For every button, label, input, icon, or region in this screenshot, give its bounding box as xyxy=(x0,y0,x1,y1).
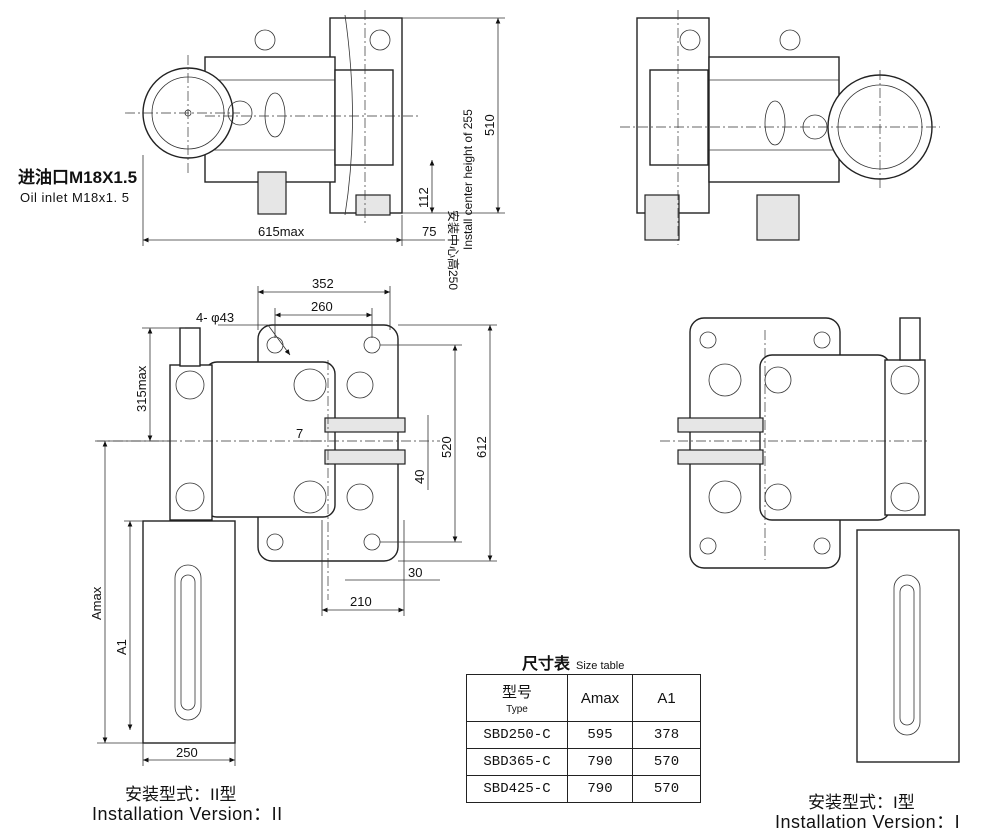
cell-amax: 790 xyxy=(567,748,633,776)
top-left-view xyxy=(125,10,420,225)
size-table-title: 尺寸表 Size table xyxy=(522,650,624,674)
header-type-en: Type xyxy=(506,704,528,715)
oil-inlet-cn: 进油口M18X1.5 xyxy=(18,168,138,187)
dim-260: 260 xyxy=(311,299,333,314)
cell-type: SBD365-C xyxy=(466,748,568,776)
cell-a1: 570 xyxy=(632,775,701,803)
dim-amax: Amax xyxy=(89,586,104,620)
dim-75: 75 xyxy=(422,224,436,239)
header-a1: A1 xyxy=(632,674,701,722)
dim-112: 112 xyxy=(416,187,431,208)
size-table-title-cn: 尺寸表 xyxy=(522,656,571,673)
center-height-cn: 安装中心高250 xyxy=(446,210,461,290)
header-type-cn: 型号 xyxy=(501,684,532,701)
header-amax: Amax xyxy=(567,674,633,722)
dim-352: 352 xyxy=(312,276,334,291)
cell-type: SBD250-C xyxy=(466,721,568,749)
dim-250: 250 xyxy=(176,745,198,760)
center-height-en: Install center height of 255 xyxy=(461,109,475,250)
dim-7: 7 xyxy=(296,426,303,441)
size-table-header: 型号 Type Amax A1 xyxy=(466,674,701,722)
oil-inlet-en: Oil inlet M18x1. 5 xyxy=(20,190,130,205)
top-right-view xyxy=(620,10,940,245)
top-left-dimensions: 615max 75 112 510 安装中心高250 Install cente… xyxy=(142,17,505,290)
dim-a1: A1 xyxy=(114,639,129,655)
version-i-label-cn: 安装型式：I型 xyxy=(808,793,915,812)
cell-type: SBD425-C xyxy=(466,775,568,803)
version-ii-dimensions: 352 260 4- φ43 315max 7 520 612 40 30 21… xyxy=(89,276,497,766)
dim-612: 612 xyxy=(474,436,489,458)
table-row: SBD250-C 595 378 xyxy=(466,721,701,749)
dim-210: 210 xyxy=(350,594,372,609)
dim-615max: 615max xyxy=(258,224,305,239)
table-row: SBD425-C 790 570 xyxy=(466,775,701,803)
size-table-title-en: Size table xyxy=(576,660,625,672)
dim-40: 40 xyxy=(412,470,427,484)
version-ii-label-cn: 安装型式：II型 xyxy=(125,785,237,804)
cell-amax: 790 xyxy=(567,775,633,803)
cell-a1: 378 xyxy=(632,721,701,749)
cell-a1: 570 xyxy=(632,748,701,776)
dim-520: 520 xyxy=(439,436,454,458)
header-type: 型号 Type xyxy=(466,674,568,722)
dim-510: 510 xyxy=(482,114,497,136)
version-i-view xyxy=(660,317,960,763)
dim-30: 30 xyxy=(408,565,422,580)
size-table: 型号 Type Amax A1 SBD250-C 595 378 SBD365-… xyxy=(466,674,701,803)
version-ii-label-en: Installation Version：II xyxy=(92,804,283,824)
table-row: SBD365-C 790 570 xyxy=(466,748,701,776)
cell-amax: 595 xyxy=(567,721,633,749)
dim-holes: 4- φ43 xyxy=(196,310,234,325)
version-ii-view xyxy=(95,324,440,744)
dim-315max: 315max xyxy=(134,365,149,412)
version-i-label-en: Installation Version：I xyxy=(775,812,961,832)
